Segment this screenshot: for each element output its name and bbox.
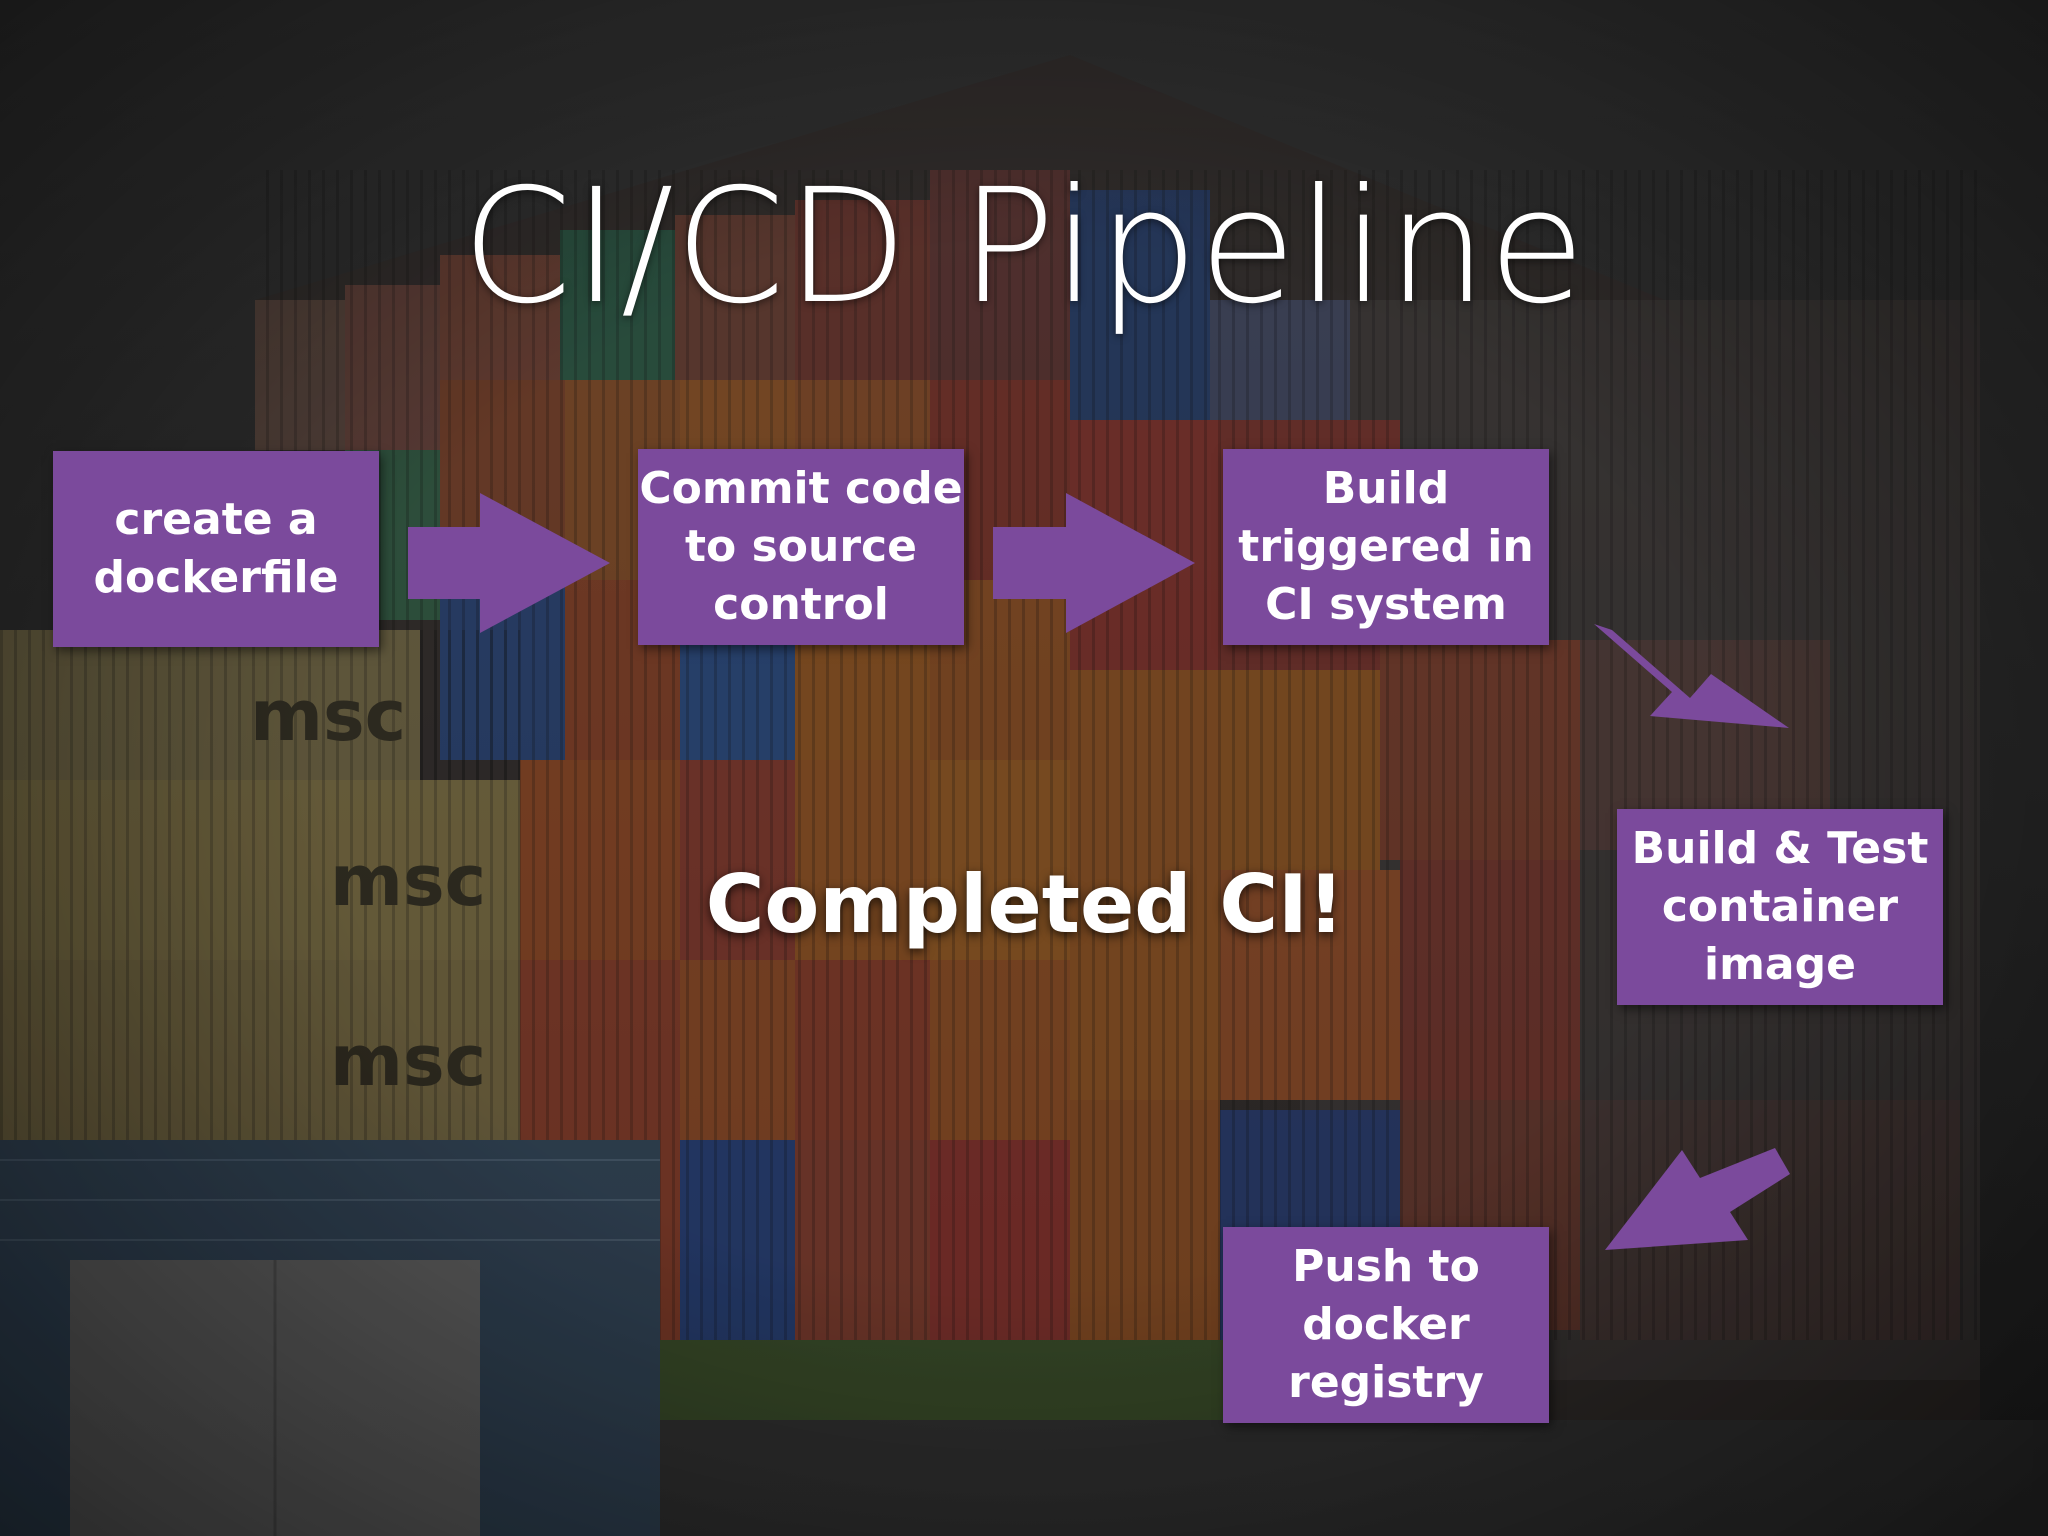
arrow-down-right-icon [1594, 624, 1789, 728]
completed-ci-label: Completed CI! [705, 858, 1345, 951]
slide-title: CI/CD Pipeline [461, 155, 1587, 339]
step-build-test-image: Build & Test container image [1617, 809, 1943, 1005]
arrow-right-icon [993, 493, 1195, 633]
step-push-registry: Push to docker registry [1223, 1227, 1549, 1423]
arrow-down-left-icon [1605, 1148, 1790, 1250]
arrow-right-icon [408, 493, 610, 633]
step-build-triggered: Build triggered in CI system [1223, 449, 1549, 645]
step-create-dockerfile: create a dockerfile [53, 451, 379, 647]
step-commit-code: Commit code to source control [638, 449, 964, 645]
